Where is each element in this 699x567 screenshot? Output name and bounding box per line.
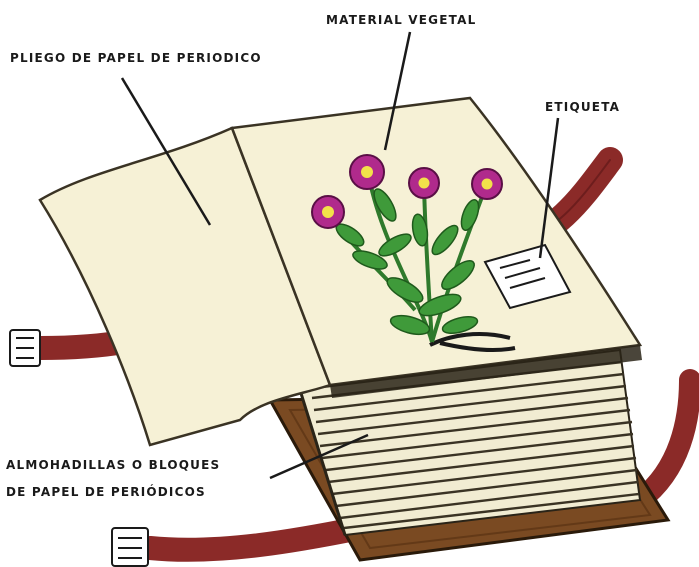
strap-right <box>640 380 690 500</box>
label-tag: ETIQUETA <box>545 100 620 114</box>
flower <box>472 169 502 199</box>
label-newspaper-sheet: PLIEGO DE PAPEL DE PERIODICO <box>10 51 262 65</box>
label-pads-line1: ALMOHADILLAS O BLOQUES <box>6 458 220 472</box>
flower <box>409 168 439 198</box>
label-pads-line2: DE PAPEL DE PERIÓDICOS <box>6 485 206 499</box>
strap-bottom-left <box>150 528 360 550</box>
label-plant-material: MATERIAL VEGETAL <box>326 13 476 27</box>
flower <box>312 196 344 228</box>
flower <box>350 155 384 189</box>
